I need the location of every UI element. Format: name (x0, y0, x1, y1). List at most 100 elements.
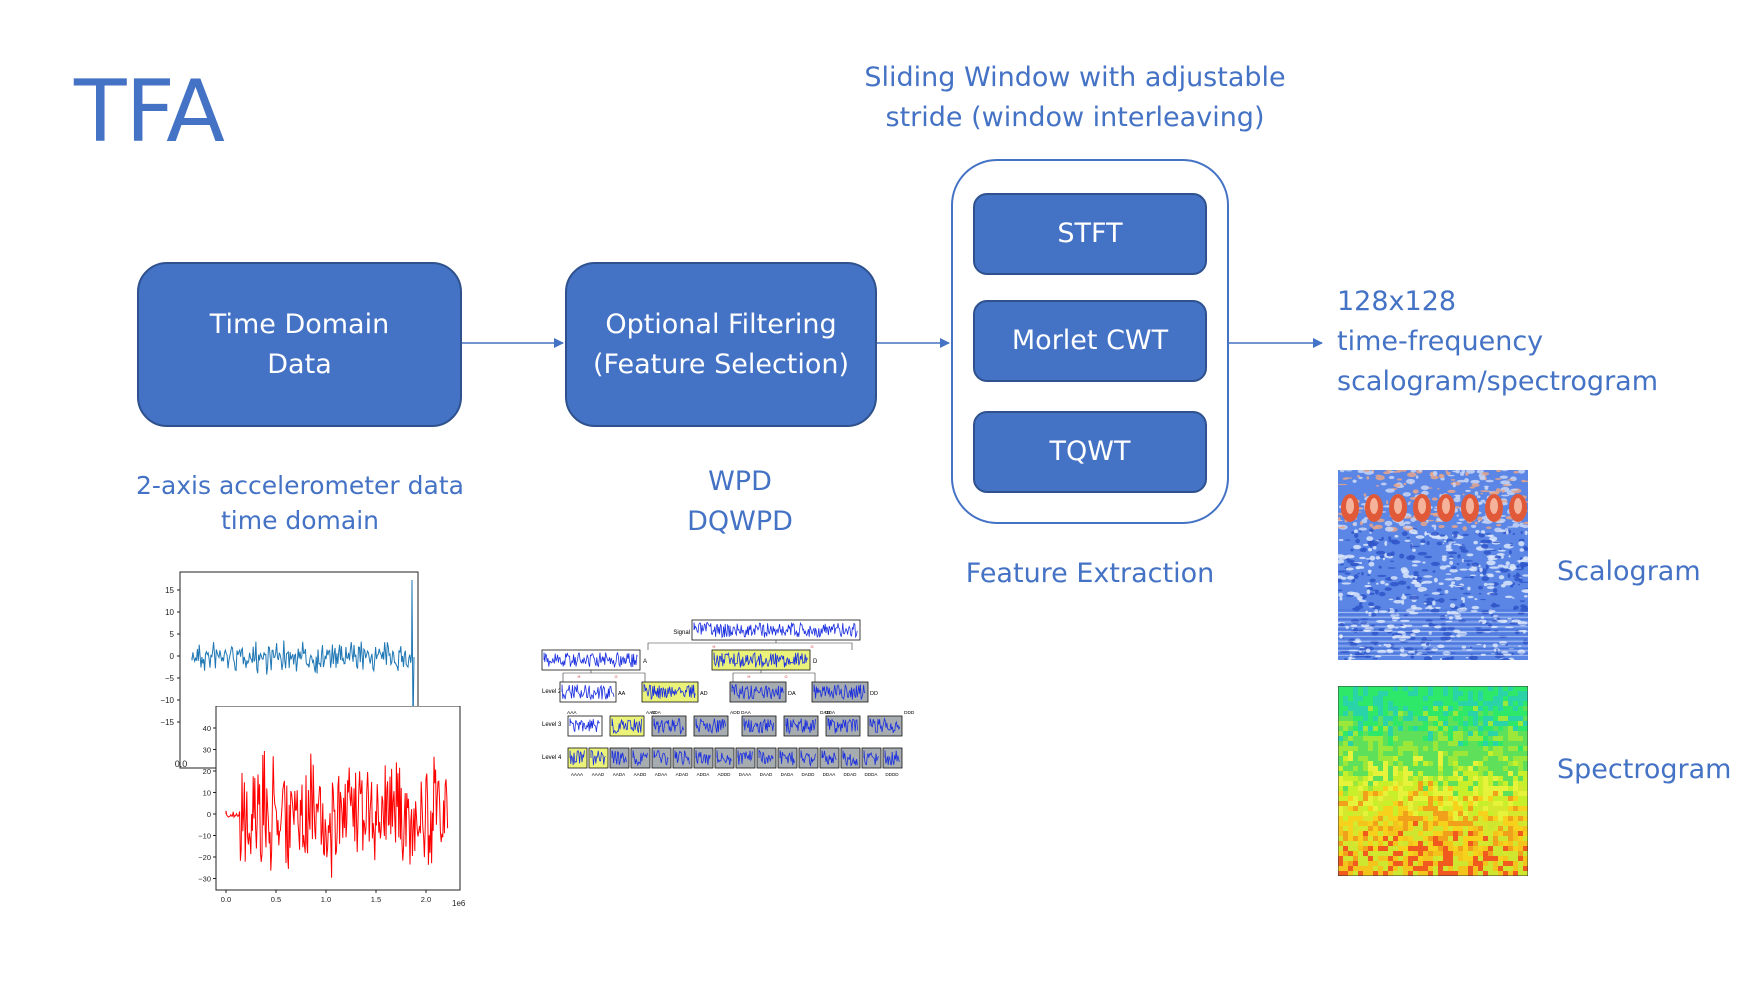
spectrogram-cell (1403, 851, 1408, 856)
spectrogram-cell (1343, 691, 1348, 696)
spectrogram-cell (1463, 806, 1468, 811)
spectrogram-cell (1418, 741, 1423, 746)
spectrogram-cell (1348, 831, 1353, 836)
spectrogram-cell (1423, 836, 1428, 841)
spectrogram-cell (1398, 781, 1403, 786)
spectrogram-cell (1403, 846, 1408, 851)
spectrogram-cell (1368, 706, 1373, 711)
scalogram-texture (1466, 563, 1471, 567)
spectrogram-cell (1363, 861, 1368, 866)
spectrogram-cell (1488, 841, 1493, 846)
scalogram-texture (1368, 605, 1375, 608)
scalogram-texture (1400, 567, 1408, 573)
scalogram-texture (1453, 543, 1461, 546)
spectrogram-cell (1428, 846, 1433, 851)
spectrogram-cell (1343, 756, 1348, 761)
scalogram-texture (1411, 560, 1422, 564)
spectrogram-cell (1523, 786, 1528, 791)
output-line-2: time-frequency (1337, 326, 1544, 357)
scalogram-texture (1465, 472, 1468, 475)
spectrogram-cell (1353, 721, 1358, 726)
scalogram-texture (1501, 489, 1505, 493)
spectrogram-cell (1518, 791, 1523, 796)
spectrogram-cell (1518, 786, 1523, 791)
spectrogram-cell (1398, 811, 1403, 816)
spectrogram-cell (1353, 771, 1358, 776)
spectrogram-cell (1338, 751, 1343, 756)
scalogram-texture (1359, 530, 1362, 533)
spectrogram-cell (1458, 746, 1463, 751)
spectrogram-cell (1413, 736, 1418, 741)
scalogram-texture (1451, 565, 1457, 570)
spectrogram-cell (1498, 741, 1503, 746)
spectrogram-cell (1468, 861, 1473, 866)
spectrogram-cell (1348, 731, 1353, 736)
spectrogram-cell (1378, 811, 1383, 816)
spectrogram-cell (1403, 806, 1408, 811)
spectrogram-cell (1373, 706, 1378, 711)
spectrogram-cell (1463, 856, 1468, 861)
spectrogram-cell (1363, 766, 1368, 771)
spectrogram-cell (1343, 851, 1348, 856)
spectrogram-cell (1353, 726, 1358, 731)
spectrogram-cell (1398, 841, 1403, 846)
scalogram-texture (1368, 547, 1372, 552)
scalogram-texture (1414, 648, 1418, 654)
scalogram-texture (1444, 589, 1449, 594)
spectrogram-cell (1413, 836, 1418, 841)
scalogram-texture (1439, 534, 1446, 537)
scalogram-texture (1384, 583, 1389, 586)
spectrogram-cell (1503, 811, 1508, 816)
spectrogram-cell (1478, 701, 1483, 706)
spectrogram-cell (1483, 831, 1488, 836)
spectrogram-cell (1438, 846, 1443, 851)
spectrogram-cell (1513, 851, 1518, 856)
scalogram-texture (1508, 550, 1512, 555)
spectrogram-cell (1463, 841, 1468, 846)
spectrogram-cell (1348, 796, 1353, 801)
spectrogram-cell (1403, 686, 1408, 691)
scalogram-texture (1338, 575, 1343, 579)
spectrogram-cell (1493, 751, 1498, 756)
spectrogram-cell (1418, 756, 1423, 761)
spectrogram-cell (1393, 721, 1398, 726)
accelerometer-line-2: time domain (220, 506, 380, 535)
spectrogram-cell (1493, 706, 1498, 711)
spectrogram-cell (1513, 826, 1518, 831)
spectrogram-cell (1358, 741, 1363, 746)
scalogram-texture (1414, 583, 1422, 588)
spectrogram-cell (1503, 766, 1508, 771)
spectrogram-cell (1433, 801, 1438, 806)
wpd-level4-label: DDDA (864, 772, 878, 777)
scalogram-texture (1351, 656, 1359, 658)
spectrogram-cell (1458, 866, 1463, 871)
spectrogram-cell (1428, 786, 1433, 791)
spectrogram-cell (1478, 761, 1483, 766)
spectrogram-cell (1373, 846, 1378, 851)
scalogram-texture (1393, 483, 1401, 488)
spectrogram-cell (1443, 761, 1448, 766)
scalogram-texture (1486, 555, 1495, 559)
red-x-exponent: 1e6 (452, 899, 466, 908)
spectrogram-cell (1418, 871, 1423, 876)
spectrogram-cell (1388, 691, 1393, 696)
spectrogram-cell (1368, 696, 1373, 701)
spectrogram-cell (1443, 756, 1448, 761)
spectrogram-cell (1388, 856, 1393, 861)
spectrogram-cell (1463, 741, 1468, 746)
spectrogram-cell (1433, 696, 1438, 701)
scalogram-texture (1474, 521, 1478, 525)
spectrogram-cell (1518, 836, 1523, 841)
spectrogram-cell (1368, 841, 1373, 846)
scalogram-texture (1412, 548, 1416, 552)
spectrogram-cell (1523, 836, 1528, 841)
wpd-level4-label: DDDD (885, 772, 899, 777)
spectrogram-cell (1383, 706, 1388, 711)
spectrogram-cell (1408, 831, 1413, 836)
spectrogram-cell (1473, 701, 1478, 706)
spectrogram-cell (1408, 791, 1413, 796)
wpd-level2-node-signal (561, 684, 615, 701)
spectrogram-cell (1508, 801, 1513, 806)
scalogram-texture (1452, 482, 1456, 488)
spectrogram-cell (1458, 726, 1463, 731)
